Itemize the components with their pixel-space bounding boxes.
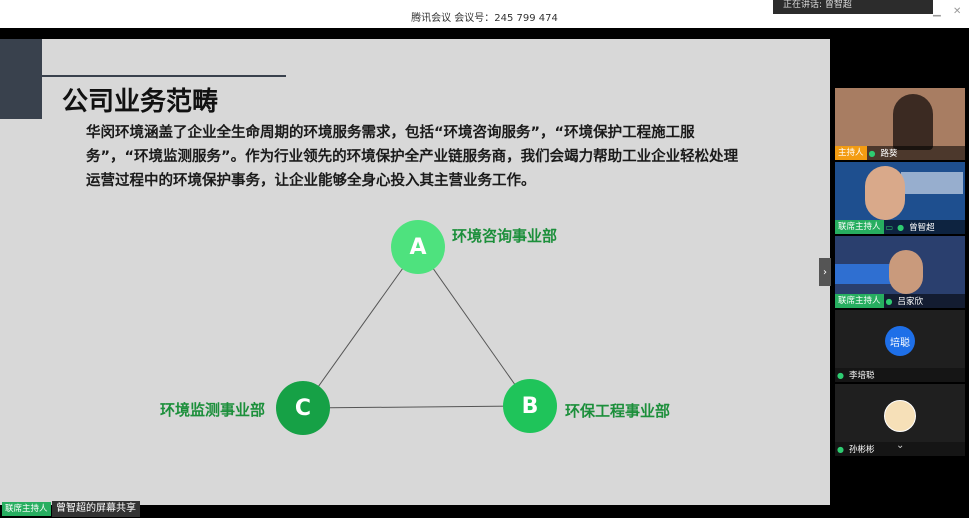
screen-share-icon: ▭ [885, 222, 894, 232]
close-icon[interactable]: ✕ [953, 6, 962, 17]
participant-name: 曾智超 [909, 223, 935, 233]
bottom-share-bar: 联席主持人 曾智超的屏幕共享 [0, 500, 969, 518]
node-a-label: 环境咨询事业部 [452, 227, 558, 245]
meeting-title: 腾讯会议 会议号：245 799 474 [411, 13, 558, 24]
mic-muted-icon: ● [837, 444, 844, 454]
avatar [884, 400, 916, 432]
node-b-circle: B [503, 379, 557, 433]
cohost-badge: 联席主持人 [835, 294, 884, 308]
node-b-label: 环保工程事业部 [565, 402, 671, 420]
mic-muted-icon: ● [837, 370, 844, 380]
mic-icon: ● [868, 148, 876, 158]
participant-name: 孙彬彬 [848, 445, 875, 455]
cohost-badge: 联席主持人 [2, 502, 51, 516]
tile-info-bar: 联席主持人 ▭ ● 曾智超 [835, 220, 965, 234]
node-a-circle: A [391, 220, 445, 274]
minimize-icon[interactable]: ▁ [933, 6, 941, 17]
video-tile[interactable]: 联席主持人 ▭ ● 曾智超 [835, 162, 965, 234]
video-tile[interactable]: ● 孙彬彬 [835, 384, 965, 456]
node-c-label: 环境监测事业部 [160, 401, 266, 419]
slide-paragraph: 华闵环境涵盖了企业全生命周期的环境服务需求，包括“环境咨询服务”，“环境保护工程… [86, 125, 739, 189]
chevron-down-icon[interactable]: ⌄ [896, 440, 905, 451]
collapse-panel-button[interactable]: › [819, 258, 831, 286]
slide-corner-block [0, 39, 42, 119]
mic-icon: ● [897, 222, 905, 232]
screen-share-label: 曾智超的屏幕共享 [52, 501, 140, 517]
chevron-right-icon: › [823, 266, 827, 278]
tile-info-bar: 联席主持人 ● 吕家欣 [835, 294, 965, 308]
slide-title-rule [42, 75, 286, 77]
participant-name: 吕家欣 [897, 297, 924, 307]
mic-icon: ● [885, 296, 893, 306]
participant-name: 路葵 [880, 149, 898, 159]
video-tile[interactable]: 培聪 ● 李培聪 [835, 310, 965, 382]
triangle-connector [302, 246, 531, 409]
avatar: 培聪 [885, 326, 915, 356]
cohost-badge: 联席主持人 [835, 220, 884, 234]
participant-name: 李培聪 [848, 371, 875, 381]
tile-info-bar: ● 李培聪 [835, 368, 965, 382]
node-c-circle: C [276, 381, 330, 435]
speaking-indicator: 正在讲话: 曾智超 [773, 0, 933, 14]
shared-slide: 公司业务范畴 华闵环境涵盖了企业全生命周期的环境服务需求，包括“环境咨询服务”，… [0, 39, 830, 505]
video-tile[interactable]: 联席主持人 ● 吕家欣 [835, 236, 965, 308]
slide-heading: 公司业务范畴 [62, 87, 219, 117]
tile-info-bar: ● 孙彬彬 [835, 442, 965, 456]
tile-info-bar: 主持人 ● 路葵 [835, 146, 965, 160]
video-tile[interactable]: 主持人 ● 路葵 [835, 88, 965, 160]
host-badge: 主持人 [835, 146, 867, 160]
